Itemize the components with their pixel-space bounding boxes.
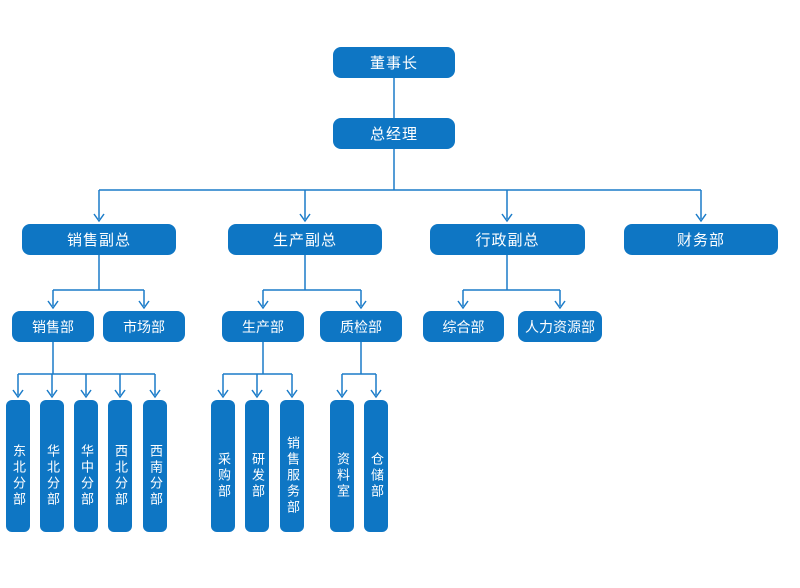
node-production-vp[interactable]: 生产副总	[228, 224, 382, 255]
node-southwest-branch[interactable]: 西南分部	[143, 400, 167, 532]
node-qc-dept[interactable]: 质检部	[320, 311, 402, 342]
node-general-affairs-dept[interactable]: 综合部	[423, 311, 504, 342]
node-admin-vp[interactable]: 行政副总	[430, 224, 585, 255]
node-northwest-branch[interactable]: 西北分部	[108, 400, 132, 532]
node-sales-service-dept[interactable]: 销售服务部	[280, 400, 304, 532]
node-purchasing-dept[interactable]: 采购部	[211, 400, 235, 532]
node-warehouse-dept[interactable]: 仓储部	[364, 400, 388, 532]
node-hr-dept[interactable]: 人力资源部	[518, 311, 602, 342]
node-sales-dept[interactable]: 销售部	[12, 311, 94, 342]
node-rd-dept[interactable]: 研发部	[245, 400, 269, 532]
node-north-branch[interactable]: 华北分部	[40, 400, 64, 532]
node-central-branch[interactable]: 华中分部	[74, 400, 98, 532]
node-archive-room[interactable]: 资料室	[330, 400, 354, 532]
node-chairman[interactable]: 董事长	[333, 47, 455, 78]
node-production-dept[interactable]: 生产部	[222, 311, 304, 342]
node-sales-vp[interactable]: 销售副总	[22, 224, 176, 255]
node-finance-dept[interactable]: 财务部	[624, 224, 778, 255]
node-general-manager[interactable]: 总经理	[333, 118, 455, 149]
node-marketing-dept[interactable]: 市场部	[103, 311, 185, 342]
node-northeast-branch[interactable]: 东北分部	[6, 400, 30, 532]
